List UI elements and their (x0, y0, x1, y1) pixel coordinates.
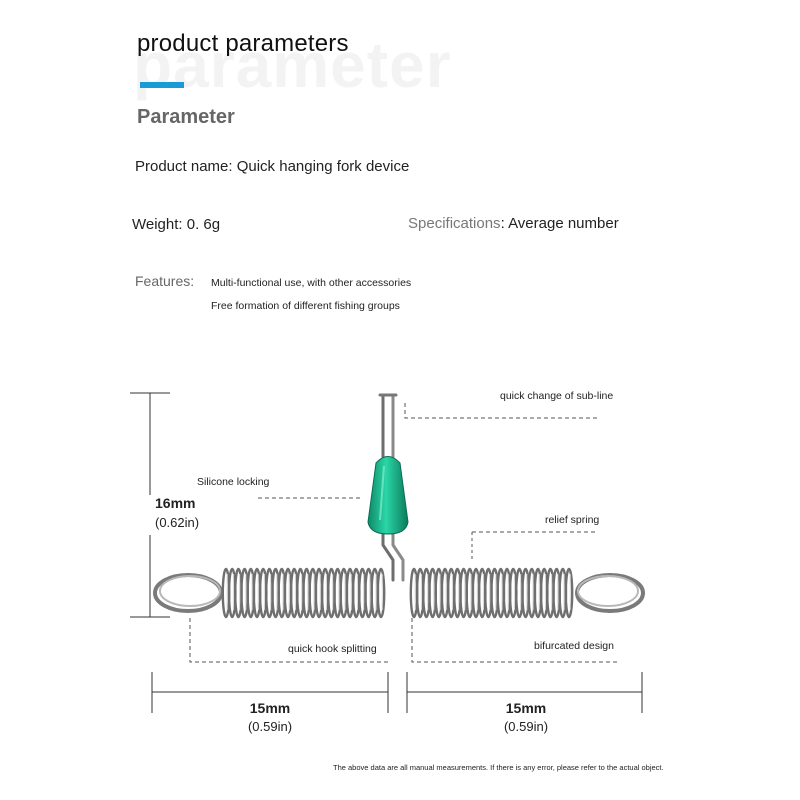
annotation-quick-change: quick change of sub-line (500, 390, 614, 402)
left-spring (221, 567, 386, 619)
header-watermark: parameter (133, 29, 452, 101)
left-width-sub: (0.59in) (247, 719, 293, 734)
annotation-quick-hook: quick hook splitting (288, 643, 377, 655)
features-label: Features: (135, 273, 195, 289)
right-width-value: 15mm (505, 700, 547, 716)
annotation-relief-spring: relief spring (545, 514, 600, 526)
title-accent-bar (140, 82, 184, 88)
specifications-label: Specifications (408, 215, 501, 232)
annotation-leaders (189, 403, 618, 663)
specifications-value: : Average number (500, 215, 619, 232)
height-dim-sub: (0.62in) (155, 515, 200, 530)
left-width-value: 15mm (249, 700, 291, 716)
right-spring (409, 567, 574, 619)
footnote: The above data are all manual measuremen… (333, 763, 664, 772)
left-split-ring (153, 573, 223, 613)
feature-item: Free formation of different fishing grou… (211, 300, 400, 312)
spring-coil (564, 567, 574, 619)
weight: Weight: 0. 6g (132, 216, 221, 233)
height-dimension-line (130, 392, 170, 618)
feature-item: Multi-functional use, with other accesso… (211, 277, 412, 289)
silicone-bead (367, 456, 409, 535)
right-split-ring (575, 573, 645, 613)
annotation-silicone-locking: Silicone locking (197, 476, 270, 488)
section-title: Parameter (137, 106, 235, 128)
annotation-bifurcated: bifurcated design (534, 640, 614, 652)
page-title: product parameters (137, 30, 349, 57)
height-dim-value: 16mm (155, 495, 196, 511)
right-width-sub: (0.59in) (503, 719, 549, 734)
product-name: Product name: Quick hanging fork device (135, 158, 410, 175)
spring-coil (376, 567, 386, 619)
width-dimension-lines (151, 672, 643, 713)
specifications: Specifications: Average number (408, 215, 619, 232)
